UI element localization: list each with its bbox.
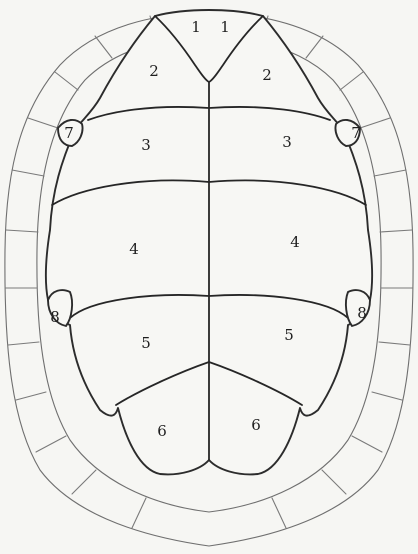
scute-number-7-left: 7 bbox=[64, 124, 74, 142]
scute-number-7-right: 7 bbox=[351, 124, 361, 142]
scute-number-3-left: 3 bbox=[141, 136, 151, 154]
scute-number-4-right: 4 bbox=[290, 233, 300, 251]
scute-number-5-right: 5 bbox=[284, 326, 294, 344]
scute-number-6-right: 6 bbox=[251, 416, 261, 434]
scute-number-3-right: 3 bbox=[282, 133, 292, 151]
scute-number-1-left: 1 bbox=[191, 18, 201, 36]
scute-number-4-left: 4 bbox=[129, 240, 139, 258]
scute-number-2-left: 2 bbox=[149, 62, 159, 80]
scute-number-1-right: 1 bbox=[220, 18, 230, 36]
scute-number-5-left: 5 bbox=[141, 334, 151, 352]
scute-number-8-right: 8 bbox=[357, 304, 367, 322]
scute-number-8-left: 8 bbox=[50, 308, 60, 326]
scute-number-2-right: 2 bbox=[262, 66, 272, 84]
scute-number-6-left: 6 bbox=[157, 422, 167, 440]
